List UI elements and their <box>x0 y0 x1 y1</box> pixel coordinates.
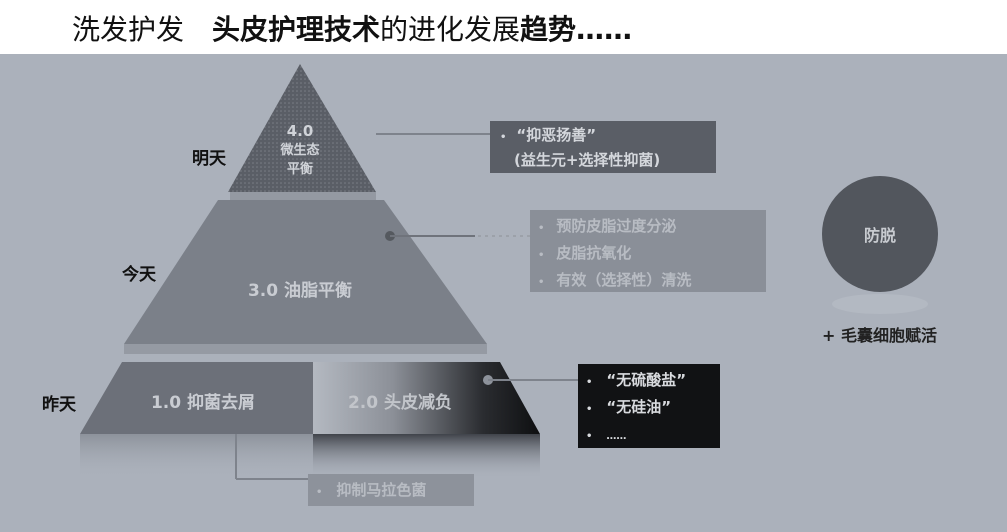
bullet: • <box>538 277 545 288</box>
bullet: • <box>586 404 593 415</box>
callout-level-2-item: “无硫酸盐” <box>606 371 687 389</box>
level-2-label: 2.0 头皮减负 <box>347 393 453 413</box>
callout-level-2: • “无硫酸盐” • “无硅油” • …… <box>578 364 720 448</box>
callout-level-1-item: 抑制马拉色菌 <box>336 481 427 499</box>
bullet: • <box>500 132 507 143</box>
callout-level-4-line-2: (益生元+选择性抑菌) <box>514 151 661 169</box>
diagram-canvas: 明天 今天 昨天 4.0 微生态 平衡 3.0 油脂平衡 1.0 抑菌去屑 2.… <box>0 54 1007 532</box>
bullet: • <box>586 431 593 442</box>
label-yesterday: 昨天 <box>42 395 76 415</box>
pyramid-level-4 <box>228 64 376 192</box>
callout-level-3: • 预防皮脂过度分泌 • 皮脂抗氧化 • 有效（选择性）清洗 <box>530 210 766 292</box>
circle-label: 防脱 <box>863 226 896 245</box>
title-part-4: 趋势…… <box>520 13 633 46</box>
circle-caption: + 毛囊细胞赋活 <box>822 326 937 345</box>
title-part-1: 洗发护发 <box>72 13 185 46</box>
bullet: • <box>538 223 545 234</box>
bullet: • <box>316 487 323 498</box>
callout-level-4: • “抑恶扬善” (益生元+选择性抑菌) <box>490 121 716 173</box>
level-1-label: 1.0 抑菌去屑 <box>150 393 256 413</box>
level-3-label: 3.0 油脂平衡 <box>247 281 353 301</box>
pyramid-level-3 <box>124 200 487 344</box>
label-tomorrow: 明天 <box>192 149 226 169</box>
bullet: • <box>538 250 545 261</box>
header: 洗发护发头皮护理技术的进化发展趋势…… <box>0 0 1007 54</box>
callout-level-2-item: …… <box>606 431 627 442</box>
title-part-3: 的进化发展 <box>380 13 521 46</box>
level-4-name-2: 平衡 <box>286 162 313 177</box>
callout-level-3-item: 预防皮脂过度分泌 <box>556 217 677 235</box>
level-4-version: 4.0 <box>286 122 314 140</box>
bullet: • <box>586 377 593 388</box>
callout-level-2-item: “无硅油” <box>606 398 672 416</box>
label-today: 今天 <box>122 265 156 285</box>
callout-level-3-item: 有效（选择性）清洗 <box>556 271 692 289</box>
level-4-text: 4.0 微生态 平衡 <box>270 122 330 179</box>
callout-level-3-item: 皮脂抗氧化 <box>556 244 632 262</box>
callout-level-1: • 抑制马拉色菌 <box>308 474 474 506</box>
pyramid-level-1 <box>80 362 313 434</box>
anti-hair-loss-circle: 防脱 <box>822 176 938 292</box>
pyramid-graphic <box>80 64 928 480</box>
callout-level-4-line-1: “抑恶扬善” <box>516 126 597 144</box>
page-title: 洗发护发头皮护理技术的进化发展趋势…… <box>72 8 632 48</box>
level-4-name-1: 微生态 <box>280 143 320 158</box>
title-part-2: 头皮护理技术 <box>212 13 381 46</box>
